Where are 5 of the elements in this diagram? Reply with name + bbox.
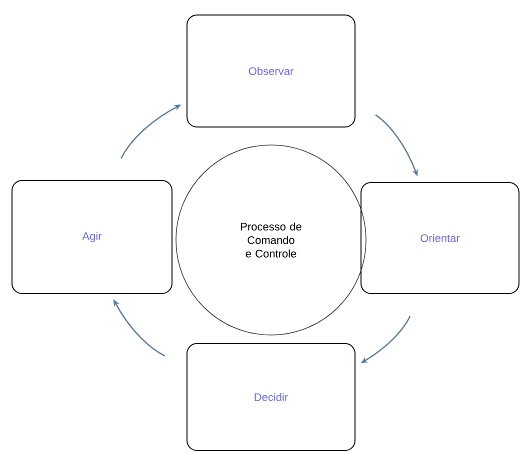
rounded-box: Orientar	[360, 182, 520, 294]
circle-node: Processo de Comando e Controle	[176, 144, 366, 336]
rounded-box: Agir	[12, 180, 172, 294]
rounded-box: Decidir	[186, 343, 356, 451]
rounded-box: Observar	[186, 14, 356, 128]
